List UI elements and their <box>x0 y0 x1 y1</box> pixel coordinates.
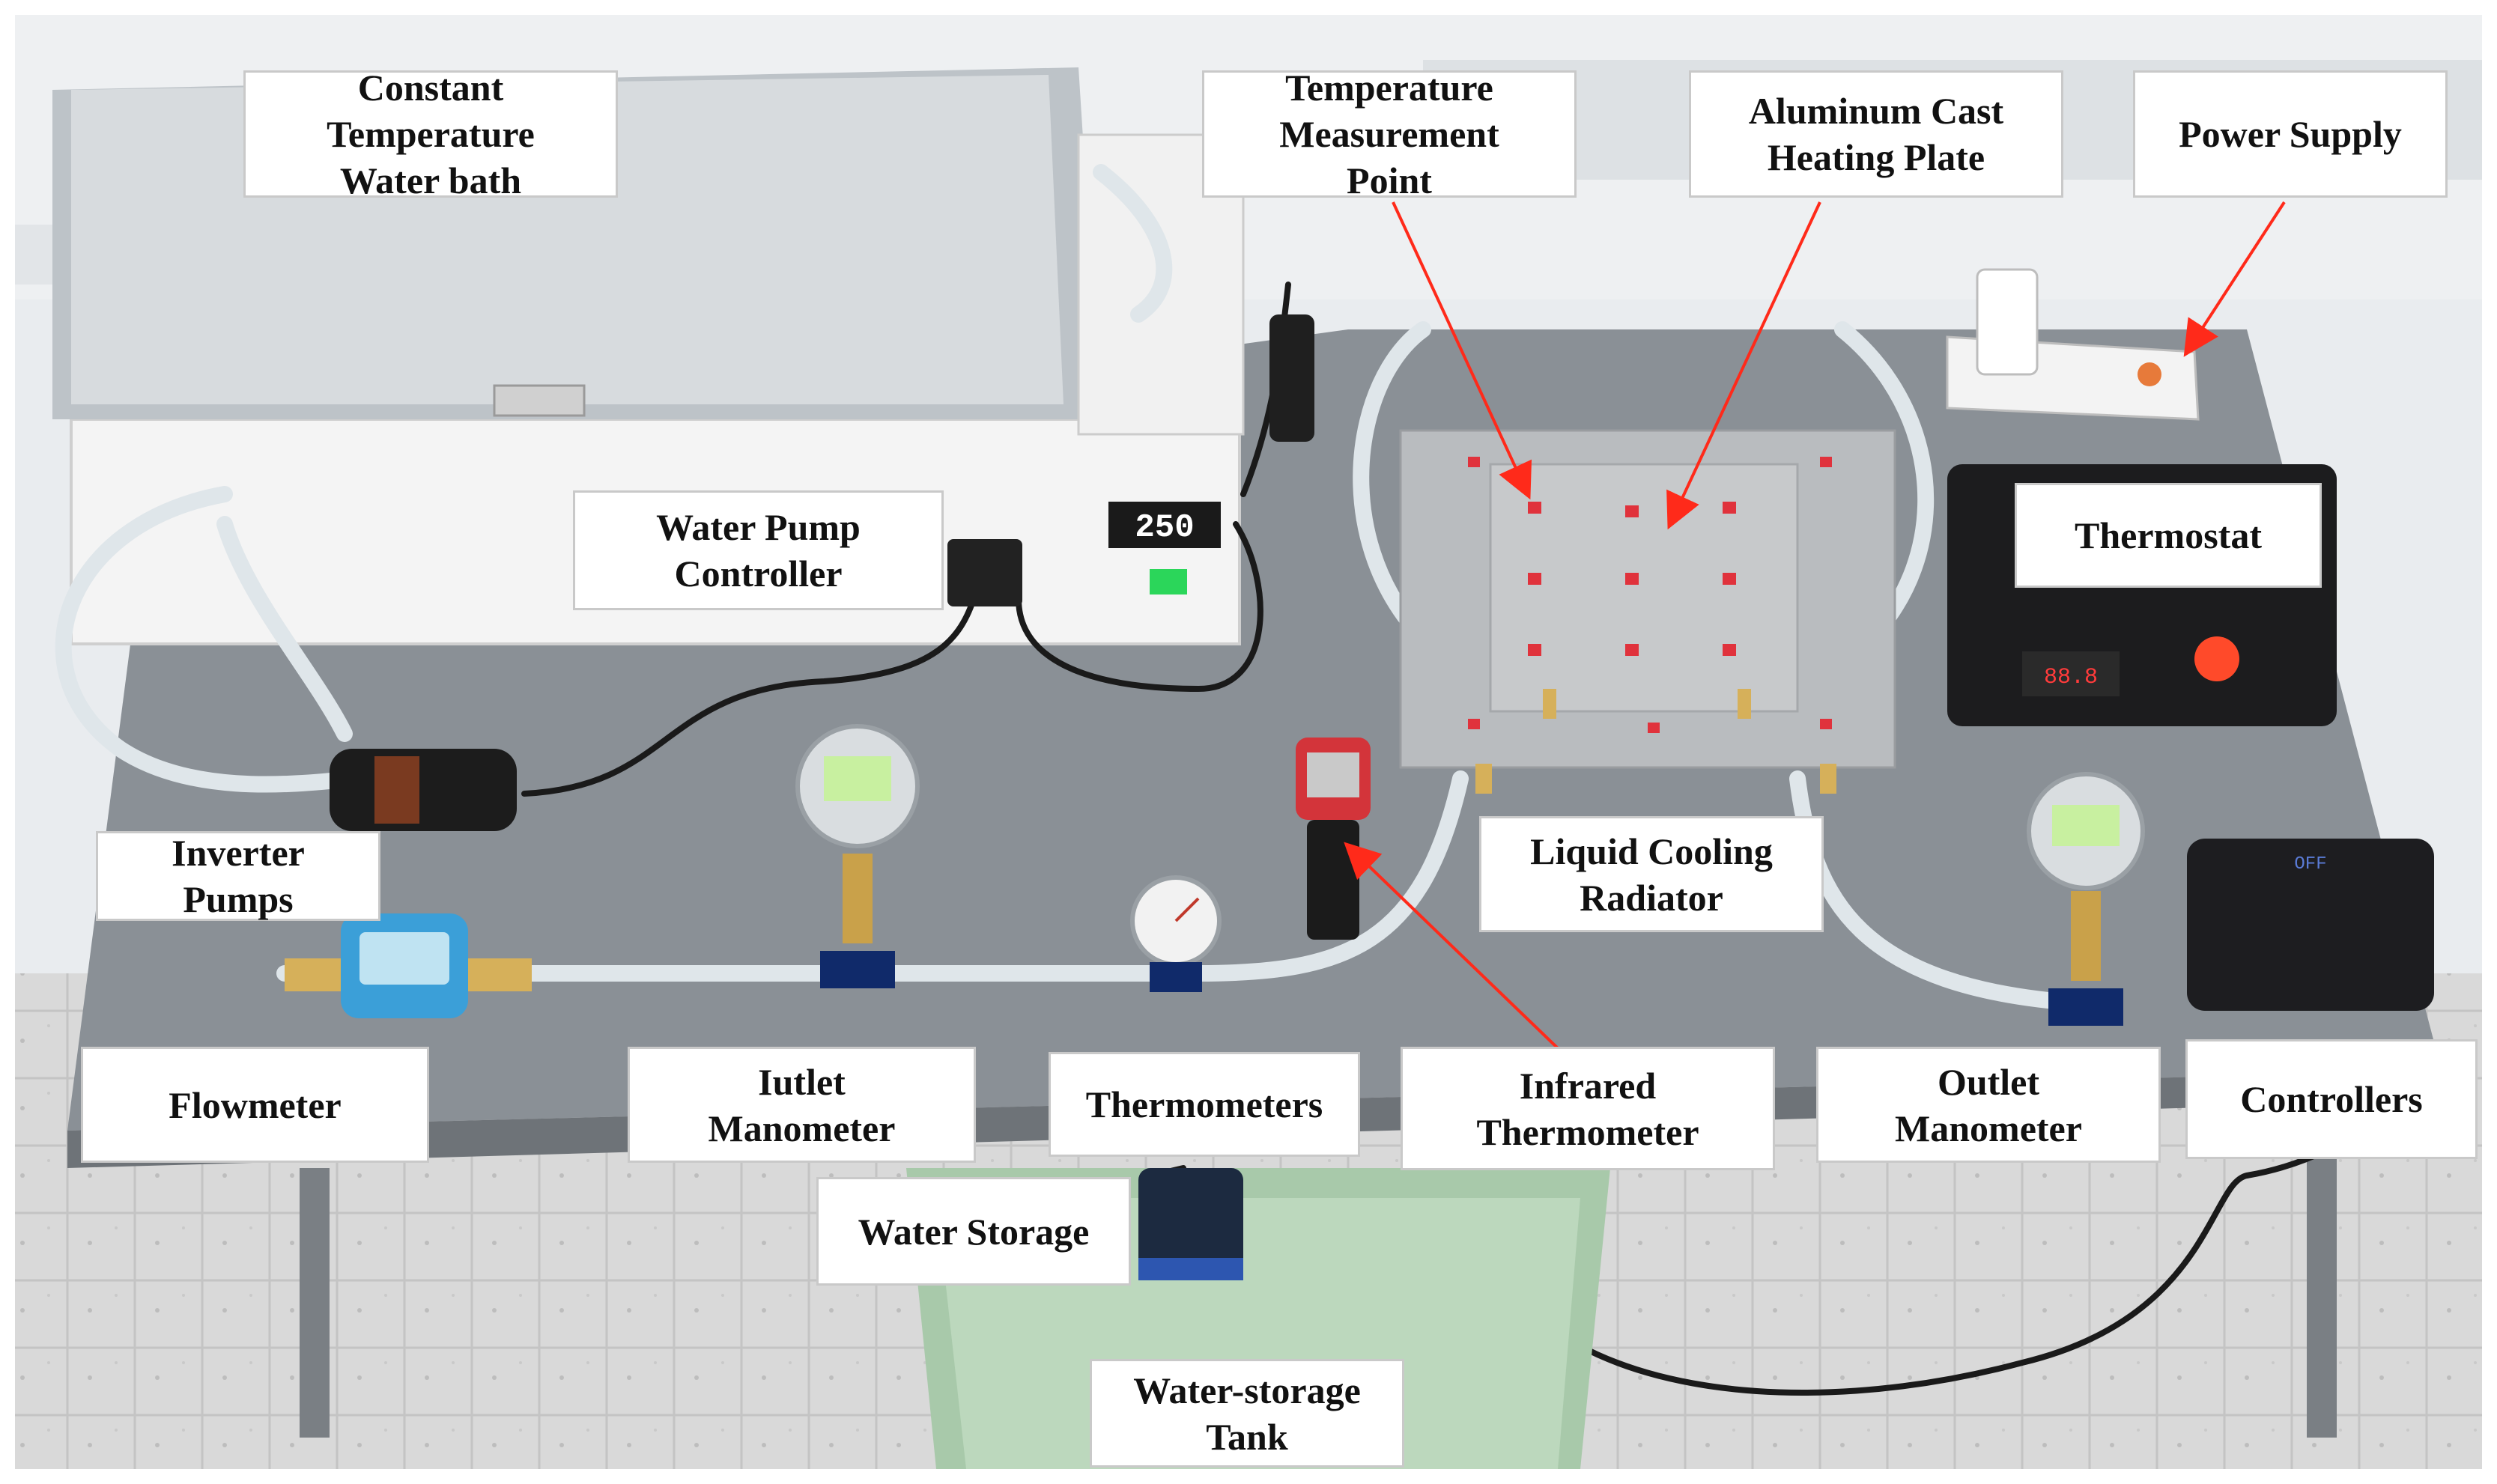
label-thermostat: Thermostat <box>2015 483 2322 588</box>
temperature-markers <box>1468 457 1832 733</box>
label-water-storage: Water Storage <box>816 1177 1131 1286</box>
inverter-pump <box>330 749 517 831</box>
label-heating-plate: Aluminum Cast Heating Plate <box>1689 70 2063 198</box>
label-water-storage-tank: Water-storage Tank <box>1090 1359 1404 1468</box>
inlet-manometer-device <box>795 724 920 988</box>
bath-temp-display <box>1108 502 1221 548</box>
svg-text:88.8: 88.8 <box>2044 665 2098 690</box>
controller-screen: OFF <box>2294 854 2326 875</box>
power-strip <box>1269 268 2200 442</box>
pointer-arrows <box>1344 201 2286 1050</box>
label-infrared-thermometer: Infrared Thermometer <box>1401 1047 1775 1170</box>
controller-unit: OFF <box>2187 839 2434 1011</box>
label-thermometers: Thermometers <box>1049 1052 1360 1157</box>
label-liquid-cooling-radiator: Liquid Cooling Radiator <box>1479 816 1824 932</box>
pump-controller-box <box>947 539 1022 606</box>
radiator-assembly <box>1399 429 1896 794</box>
label-temperature-measurement-point: Temperature Measurement Point <box>1202 67 1577 201</box>
label-inlet-manometer: Iutlet Manometer <box>628 1047 976 1163</box>
thermometer-device <box>1130 875 1222 992</box>
label-water-pump-controller: Water Pump Controller <box>573 490 944 610</box>
bath-temp-readout: 250 <box>1135 509 1194 547</box>
outlet-manometer-device <box>2027 772 2145 1026</box>
label-inverter-pumps: Inverter Pumps <box>96 831 380 921</box>
label-outlet-manometer: Outlet Manometer <box>1816 1047 2161 1163</box>
infrared-thermometer-device <box>1296 738 1371 940</box>
flowmeter-device <box>285 913 532 1018</box>
label-controllers: Controllers <box>2185 1039 2478 1159</box>
label-flowmeter: Flowmeter <box>81 1047 429 1163</box>
label-power-supply: Power Supply <box>2133 70 2448 198</box>
label-water-bath: Constant Temperature Water bath <box>243 67 618 201</box>
bath-power-switch <box>1150 569 1187 594</box>
